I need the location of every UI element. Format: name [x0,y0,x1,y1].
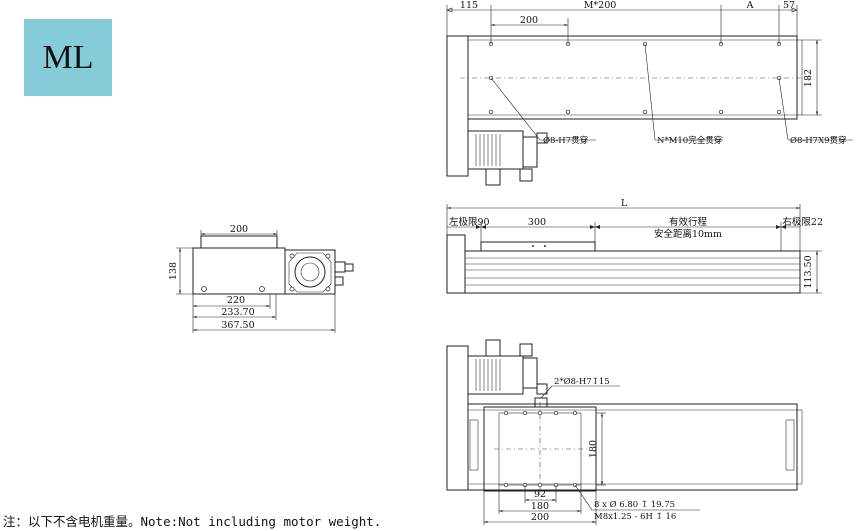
top-view: 115 M*200 A 57 200 182 Ø8-H7贯穿 N*M10完全贯穿… [446,0,853,186]
top-view-end-plate [446,35,469,177]
side-view-dim-left-limit: 左极限90 [449,216,490,228]
side-view-carriage [480,241,596,252]
model-badge-label: ML [42,38,94,76]
end-view-dim-w1: 220 [227,295,245,306]
end-view-dim-top-width: 200 [230,224,248,235]
end-view-body [192,247,286,295]
side-view-dim-height: 113.50 [803,255,814,288]
bottom-view-body [467,403,798,491]
top-view-callout-right: Ø8-H7X9贯穿 [790,135,847,146]
bottom-view-dim-92: 92 [534,489,546,500]
bottom-view-callout-top: 2*Ø8-H7↧15 [554,376,610,387]
end-view-dim-w3: 367.50 [221,320,254,331]
weight-note: 注：以下不含电机重量。Note:Not including motor weig… [3,514,382,529]
model-badge: ML [24,19,112,96]
end-view-dim-height: 138 [168,262,179,280]
end-view-carriage [200,235,278,249]
top-view-callout-left: Ø8-H7贯穿 [543,135,588,146]
side-view-dim-300: 300 [528,217,546,228]
side-view-end-plate [446,234,466,294]
side-view-body [464,250,801,294]
side-view: L 左极限90 300 有效行程 安全距离10mm 右极限22 113.50 [446,198,823,294]
end-view: 200 138 220 233.70 367.50 [168,224,354,333]
end-view-dim-w2: 233.70 [221,307,254,318]
side-view-dim-right-limit: 右极限22 [782,216,823,228]
side-view-dim-stroke: 有效行程 [669,216,708,228]
top-view-callout-mid: N*M10完全贯穿 [657,135,722,146]
bottom-view-dim-200: 200 [531,512,549,523]
top-view-dim-a: A [746,0,754,11]
side-view-dim-total: L [621,198,628,209]
bottom-view-callout-holes: 8 x Ø 6.80 ↧ 19.75 [594,499,675,510]
top-view-dim-182: 182 [803,69,814,87]
top-view-dim-115: 115 [460,0,478,11]
bottom-view: 2*Ø8-H7↧15 180 92 180 200 8 x Ø 6.80 ↧ 1… [446,339,803,525]
bottom-view-dim-180v: 180 [588,440,599,458]
top-view-dim-57: 57 [783,0,795,11]
top-view-dim-pitch: M*200 [584,0,617,11]
top-view-body [467,35,798,120]
bottom-view-dim-180: 180 [531,501,549,512]
bottom-view-end-plate [446,345,469,491]
top-view-dim-200: 200 [520,15,538,26]
bottom-view-callout-thread: M8x1.25 - 6H ↧ 16 [594,512,676,522]
side-view-dim-safety: 安全距离10mm [654,228,722,240]
